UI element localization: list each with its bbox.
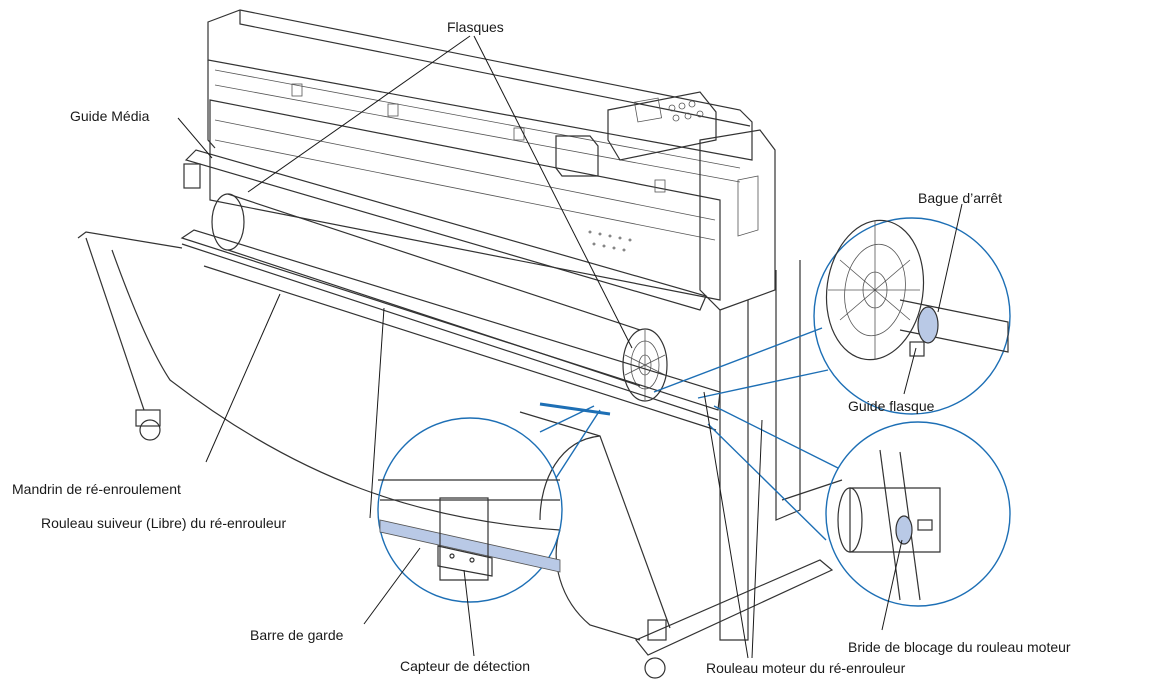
label-flasques: Flasques (447, 19, 504, 35)
callout-stop-ring (653, 217, 1011, 415)
label-barre-garde: Barre de garde (250, 627, 344, 643)
label-guide-media: Guide Média (70, 108, 150, 124)
vent-dots (588, 230, 632, 252)
label-capteur: Capteur de détection (400, 658, 530, 674)
tool-carriage (555, 135, 599, 177)
media-basket (77, 231, 671, 641)
caster-wheel (139, 419, 161, 441)
cutter-machine (207, 9, 776, 311)
right-side-housing (699, 129, 776, 311)
stand (135, 260, 843, 679)
follower-roller-rail (180, 229, 721, 411)
leader-lines (177, 35, 963, 659)
callout-drive-roller-clamp (707, 405, 1011, 607)
media-guide-rail (183, 149, 707, 311)
caster-wheel (644, 657, 666, 679)
takeup-mandrel (211, 193, 641, 387)
callout-detection-sensor (377, 405, 601, 603)
label-bride: Bride de blocage du rouleau moteur (848, 639, 1071, 655)
control-panel (607, 91, 717, 161)
label-mandrin: Mandrin de ré-enroulement (12, 481, 181, 497)
label-rouleau-suiveur: Rouleau suiveur (Libre) du ré-enrouleur (41, 515, 287, 531)
pinch-rollers (291, 83, 666, 193)
label-guide-flasque: Guide flasque (848, 398, 935, 414)
label-bague-arret: Bague d’arrêt (918, 190, 1003, 206)
label-rouleau-moteur: Rouleau moteur du ré-enrouleur (706, 660, 906, 676)
